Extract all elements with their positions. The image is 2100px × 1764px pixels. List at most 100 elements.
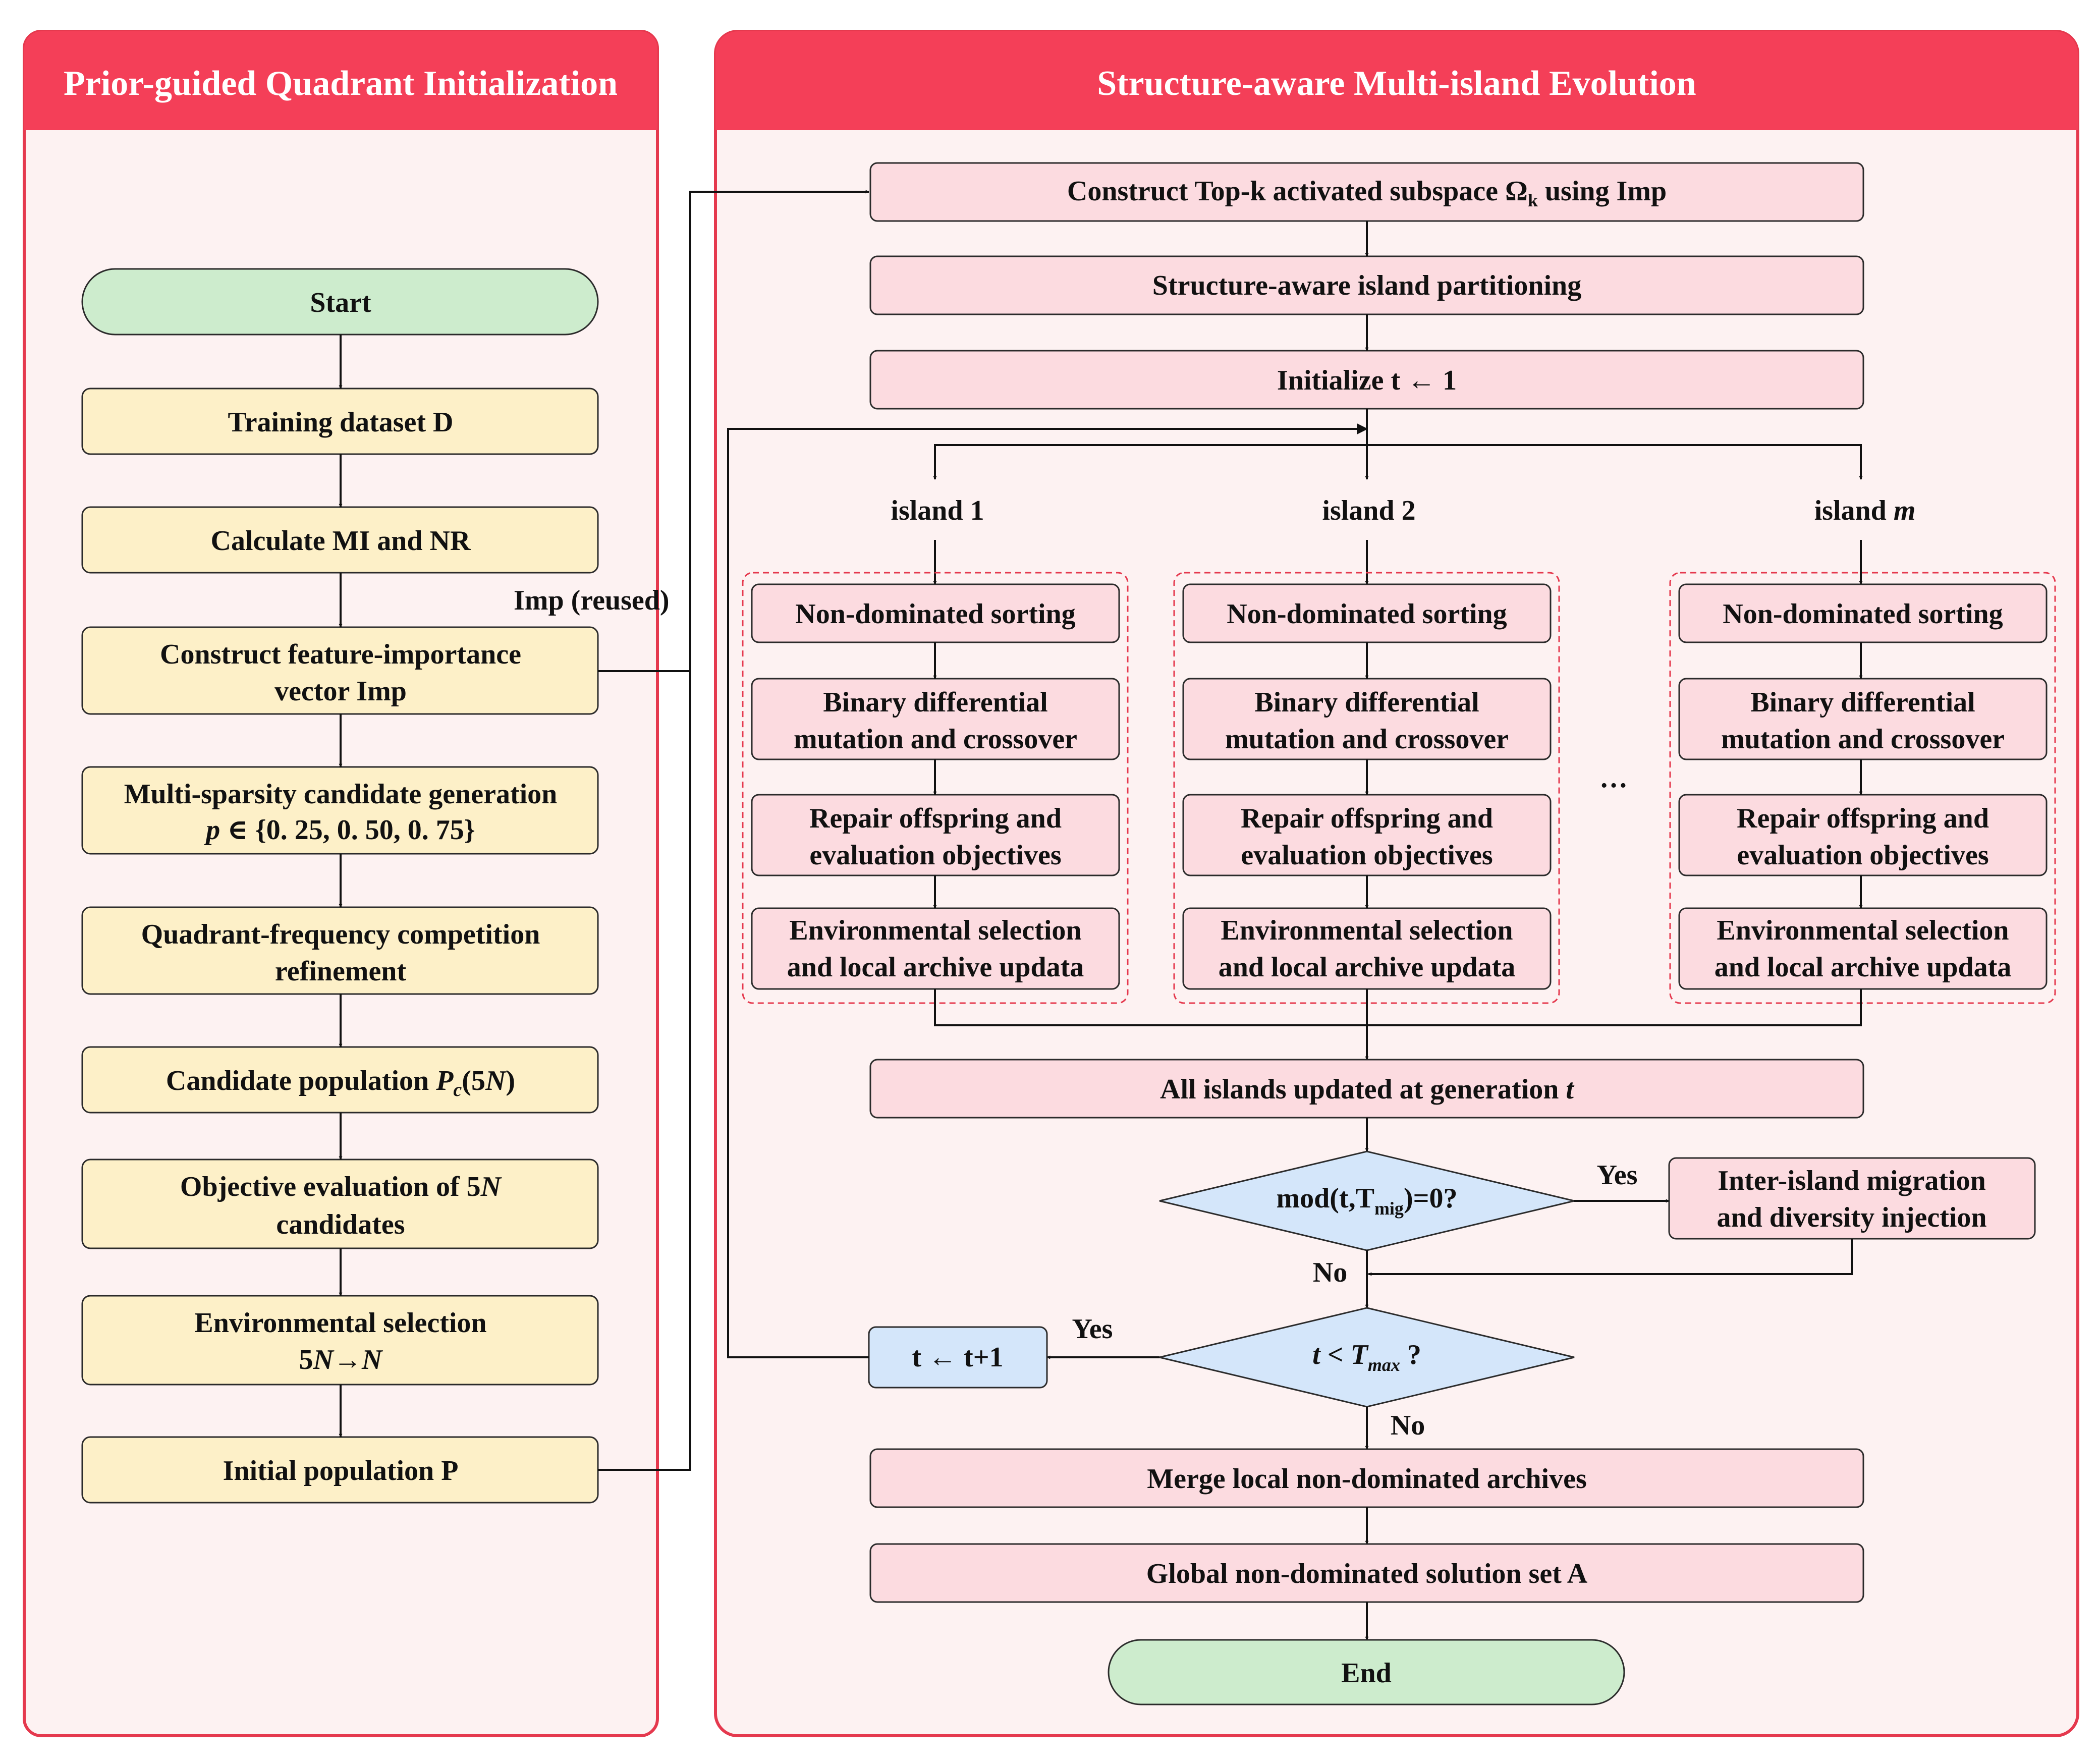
quadrant-label-line1: Quadrant-frequency competition xyxy=(141,919,540,950)
candidate-text: Candidate population xyxy=(166,1065,436,1096)
tmax-T: T xyxy=(1351,1339,1369,1370)
topk-subspace-box: Construct Top-k activated subspace Ωk us… xyxy=(869,162,1864,222)
island-1-repair-line1: Repair offspring and xyxy=(809,803,1062,834)
migration-label-line1: Inter-island migration xyxy=(1718,1165,1985,1196)
initial-population-box: Initial population P xyxy=(81,1436,599,1504)
island-m-text: island xyxy=(1814,495,1894,526)
t-increment-label: t ← t+1 xyxy=(912,1342,1003,1373)
all-islands-text: All islands updated at generation xyxy=(1160,1074,1566,1105)
initialize-t-box: Initialize t ← 1 xyxy=(869,350,1864,410)
environmental-selection-left-box: Environmental selection 5N→N xyxy=(81,1295,599,1386)
construct-label-line2: vector Imp xyxy=(274,676,407,707)
island-m-bdm-line2: mutation and crossover xyxy=(1721,724,2005,755)
calculate-mi-nr-box: Calculate MI and NR xyxy=(81,506,599,574)
right-panel-title: Structure-aware Multi-island Evolution xyxy=(1097,64,1696,103)
global-label: Global non-dominated solution set A xyxy=(1146,1558,1588,1589)
multi-sparsity-label-line1: Multi-sparsity candidate generation xyxy=(124,779,558,810)
island-1-repair-line2: evaluation objectives xyxy=(809,840,1061,871)
objective-evaluation-box: Objective evaluation of 5N candidates xyxy=(81,1159,599,1249)
top-flow-arrows xyxy=(933,221,1863,480)
tmax-decision-label: t < Tmax ? xyxy=(1312,1339,1421,1375)
island-m-label: island m xyxy=(1814,495,1916,526)
quadrant-frequency-box: Quadrant-frequency competition refinemen… xyxy=(81,906,599,995)
migration-decision-diamond: mod(t,Tmig)=0? xyxy=(1159,1150,1575,1251)
env-left-label-line1: Environmental selection xyxy=(194,1307,486,1339)
env-N1: N xyxy=(313,1344,335,1375)
topk-post: using Imp xyxy=(1538,176,1667,207)
topk-sub: k xyxy=(1528,190,1538,210)
merge-archives-box: Merge local non-dominated archives xyxy=(869,1448,1864,1508)
no-migration-label: No xyxy=(1313,1257,1347,1288)
start-node: Start xyxy=(81,268,599,336)
loop-back-arrow xyxy=(727,423,1368,1358)
island-m-repair-line1: Repair offspring and xyxy=(1737,803,1989,834)
tmax-q: ? xyxy=(1400,1339,1421,1370)
yes-migration-label: Yes xyxy=(1597,1160,1638,1191)
imp-reused-label: Imp (reused) xyxy=(514,585,670,616)
island-1-env-line1: Environmental selection xyxy=(789,915,1081,946)
candidate-P: P xyxy=(435,1065,454,1096)
training-dataset-box: Training dataset D xyxy=(81,388,599,455)
objective-text: Objective evaluation of 5 xyxy=(180,1171,481,1202)
cross-panel-connectors xyxy=(598,190,869,1471)
island-1-column: Non-dominated sorting Binary differentia… xyxy=(742,572,1129,1004)
island-m-env-line2: and local archive updata xyxy=(1715,952,2012,983)
start-label: Start xyxy=(310,287,371,318)
calculate-label: Calculate MI and NR xyxy=(211,525,471,557)
end-node: End xyxy=(1108,1639,1625,1705)
island-2-bdm-line2: mutation and crossover xyxy=(1225,724,1509,755)
candidate-population-box: Candidate population Pc(5N) xyxy=(81,1046,599,1114)
tmax-t: t xyxy=(1312,1339,1321,1370)
island-partitioning-box: Structure-aware island partitioning xyxy=(869,255,1864,315)
t-increment-box: t ← t+1 xyxy=(868,1326,1048,1389)
multi-sparsity-label-line2: p ∈ {0. 25, 0. 50, 0. 75} xyxy=(204,814,475,846)
construct-importance-box: Construct feature-importance vector Imp xyxy=(81,626,599,715)
candidate-open: (5 xyxy=(462,1065,485,1096)
migration-label-line2: and diversity injection xyxy=(1717,1202,1986,1233)
island-2-label: island 2 xyxy=(1322,495,1415,526)
island-merge-connector xyxy=(934,989,1862,1060)
island-2-nds-label: Non-dominated sorting xyxy=(1227,598,1507,630)
multi-sparsity-box: Multi-sparsity candidate generation p ∈ … xyxy=(81,766,599,855)
p-symbol: p xyxy=(204,814,220,846)
left-panel-title: Prior-guided Quadrant Initialization xyxy=(64,64,618,103)
initialize-t-label: Initialize t ← 1 xyxy=(1277,365,1457,396)
objective-N: N xyxy=(480,1171,503,1202)
global-solution-box: Global non-dominated solution set A xyxy=(869,1543,1864,1603)
construct-label-line1: Construct feature-importance xyxy=(160,639,521,670)
objective-label-line2: candidates xyxy=(276,1209,405,1240)
island-ellipsis: … xyxy=(1599,762,1628,794)
yes-loop-label: Yes xyxy=(1072,1313,1113,1345)
island-2-repair-line1: Repair offspring and xyxy=(1241,803,1493,834)
candidate-sub-c: c xyxy=(453,1079,462,1100)
island-2-column: Non-dominated sorting Binary differentia… xyxy=(1173,572,1560,1004)
island-m-column: Non-dominated sorting Binary differentia… xyxy=(1669,572,2056,1004)
partitioning-label: Structure-aware island partitioning xyxy=(1152,270,1581,301)
quadrant-label-line2: refinement xyxy=(275,956,407,987)
island-1-bdm-line1: Binary differential xyxy=(823,687,1047,718)
end-label: End xyxy=(1341,1658,1392,1689)
env-five: 5 xyxy=(299,1344,313,1375)
island-2-env-line2: and local archive updata xyxy=(1219,952,1516,983)
island-m-bdm-line1: Binary differential xyxy=(1750,687,1975,718)
p-set: ∈ {0. 25, 0. 50, 0. 75} xyxy=(220,814,475,846)
all-islands-t: t xyxy=(1566,1074,1574,1105)
island-1-env-line2: and local archive updata xyxy=(787,952,1084,983)
tmax-sub: max xyxy=(1368,1355,1400,1375)
env-left-label-line2: 5N→N xyxy=(299,1344,383,1375)
island-header-arrows xyxy=(933,540,1863,585)
tmax-lt: < xyxy=(1320,1339,1351,1370)
island-m-env-line1: Environmental selection xyxy=(1717,915,2009,946)
migration-return-arrow xyxy=(1368,1239,1853,1276)
right-panel: Structure-aware Multi-island Evolution xyxy=(714,30,2079,1737)
no-loop-label: No xyxy=(1391,1410,1425,1441)
island-2-repair-line2: evaluation objectives xyxy=(1241,840,1493,871)
mod-decision-label: mod(t,Tmig)=0? xyxy=(1276,1183,1457,1219)
env-N2: N xyxy=(361,1344,383,1375)
mod-text: mod(t,T xyxy=(1276,1183,1374,1214)
objective-label-line1: Objective evaluation of 5N xyxy=(180,1171,503,1202)
topk-text: Construct Top-k activated subspace Ω xyxy=(1067,176,1528,207)
island-1-bdm-line2: mutation and crossover xyxy=(794,724,1077,755)
mod-post: )=0? xyxy=(1404,1183,1458,1214)
